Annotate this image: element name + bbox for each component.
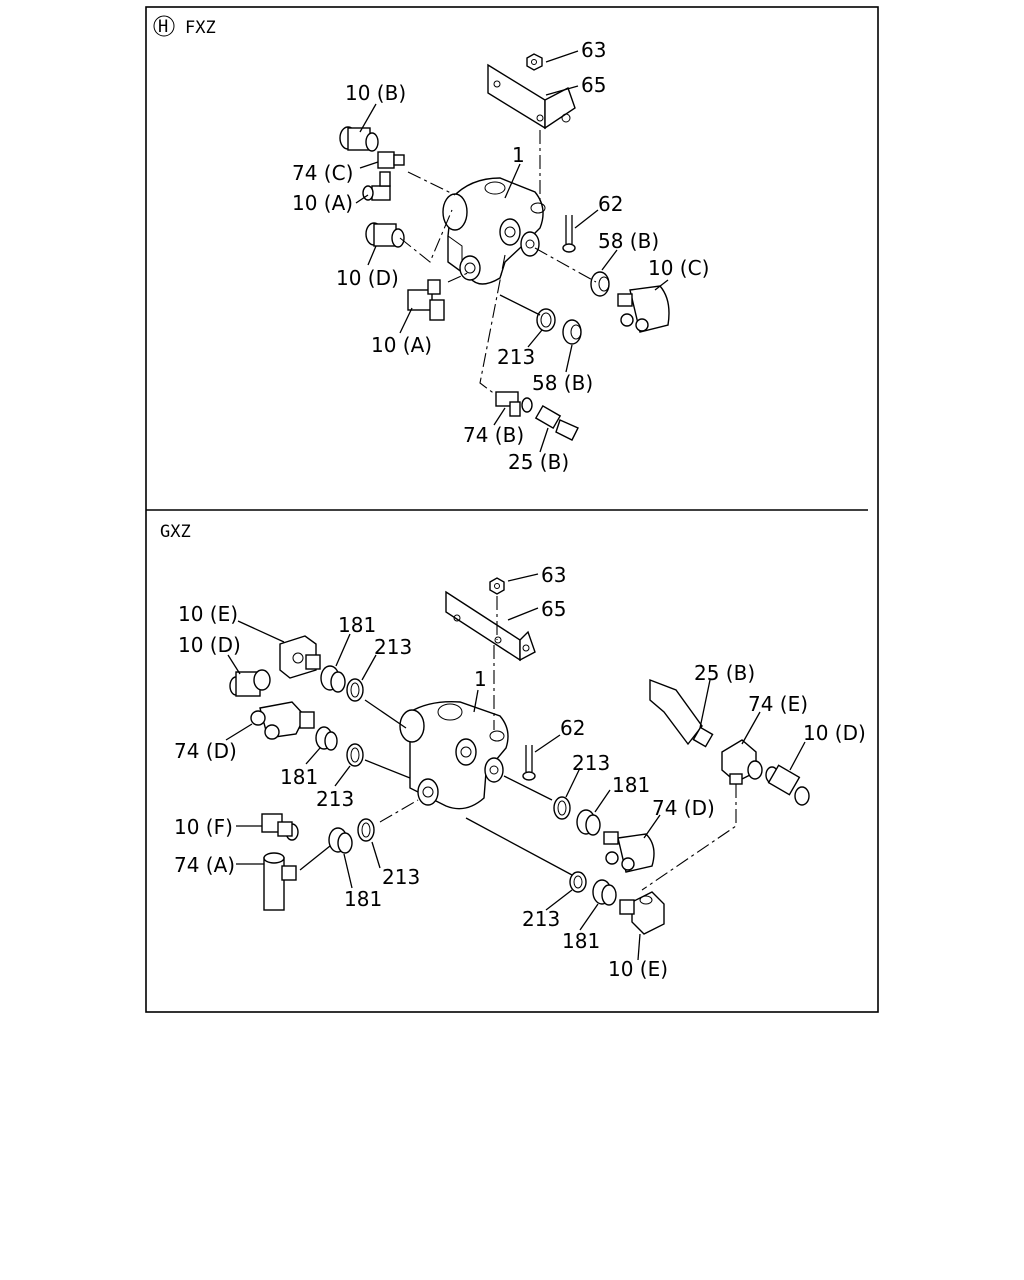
label-65-bottom: 65	[541, 597, 566, 621]
bracket-65-gxz	[445, 590, 536, 662]
fitting-74e	[721, 739, 763, 785]
label-74a: 74 (A)	[174, 853, 235, 877]
label-181-e: 181	[562, 929, 600, 953]
adapter-181-d	[328, 827, 353, 854]
label-181-a: 181	[338, 613, 376, 637]
label-62-top: 62	[598, 192, 623, 216]
fitting-74b	[495, 391, 533, 417]
label-25b-top: 25 (B)	[508, 450, 569, 474]
label-181-d: 181	[344, 887, 382, 911]
label-213-b: 213	[316, 787, 354, 811]
label-74c: 74 (C)	[292, 161, 353, 185]
label-10f: 10 (F)	[174, 815, 233, 839]
label-213-c: 213	[572, 751, 610, 775]
fxz-assembly: 63 65 1 10 (B) 74 (C) 10 (A) 10 (D) 62 5…	[292, 38, 709, 474]
fitting-74d-left	[250, 701, 315, 740]
fitting-10d-right	[765, 764, 810, 806]
nut-63	[526, 53, 543, 71]
label-10d-right: 10 (D)	[803, 721, 866, 745]
fitting-10e-left	[279, 635, 321, 679]
label-25b-bottom: 25 (B)	[694, 661, 755, 685]
label-10a-lower: 10 (A)	[371, 333, 432, 357]
adapter-181-e	[592, 879, 617, 906]
washer-213-c	[553, 796, 571, 820]
adapter-181-c	[576, 809, 601, 836]
switch-25b-gxz	[649, 678, 714, 748]
washer-213-e	[569, 871, 587, 893]
gxz-assembly: 63 65 1 10 (E) 181 213 10 (D) 74 (D) 181…	[174, 563, 866, 981]
label-62-bottom: 62	[560, 716, 585, 740]
label-213-a: 213	[374, 635, 412, 659]
washer-213-b	[346, 743, 364, 767]
label-1-top: 1	[512, 143, 525, 167]
section-marker-circle	[153, 15, 175, 37]
label-74d-left: 74 (D)	[174, 739, 237, 763]
washer-213-d	[357, 818, 375, 842]
fitting-10d-left	[229, 669, 271, 697]
label-74e: 74 (E)	[748, 692, 808, 716]
bolt-62-gxz	[522, 745, 536, 781]
fitting-10f	[261, 813, 299, 841]
fitting-74a	[263, 852, 297, 911]
fitting-74d-right	[603, 831, 655, 873]
washer-213-a	[346, 678, 364, 702]
label-213-e: 213	[522, 907, 560, 931]
label-58b-upper: 58 (B)	[598, 229, 659, 253]
fitting-10b	[339, 126, 379, 152]
fitting-10d	[365, 222, 405, 248]
washer-213-top	[536, 308, 556, 332]
label-1-bottom: 1	[474, 667, 487, 691]
section-marker: H	[158, 17, 168, 37]
label-10d-top: 10 (D)	[336, 266, 399, 290]
label-10c: 10 (C)	[648, 256, 709, 280]
bracket-65	[487, 63, 576, 130]
seal-58b-lower	[562, 319, 582, 345]
label-63-top: 63	[581, 38, 606, 62]
fitting-10e-right	[619, 891, 665, 935]
label-10d-left: 10 (D)	[178, 633, 241, 657]
valve-body-1	[442, 177, 546, 285]
label-65-top: 65	[581, 73, 606, 97]
section-title-bottom: GXZ	[160, 522, 191, 542]
label-10e-upper: 10 (E)	[178, 602, 238, 626]
label-213-top: 213	[497, 345, 535, 369]
fitting-10c	[617, 285, 670, 333]
label-10b: 10 (B)	[345, 81, 406, 105]
section-title-top: FXZ	[185, 18, 216, 38]
label-63-bottom: 63	[541, 563, 566, 587]
switch-25b	[534, 404, 579, 441]
bolt-62	[562, 215, 576, 253]
fitting-10a-large	[407, 279, 445, 321]
label-181-b: 181	[280, 765, 318, 789]
fitting-74c	[377, 151, 405, 169]
label-74b: 74 (B)	[463, 423, 524, 447]
label-181-c: 181	[612, 773, 650, 797]
seal-58b-upper	[590, 271, 610, 297]
nut-63-gxz	[489, 577, 505, 595]
adapter-181-a	[320, 665, 346, 693]
label-213-d: 213	[382, 865, 420, 889]
label-74d-right: 74 (D)	[652, 796, 715, 820]
label-58b-lower: 58 (B)	[532, 371, 593, 395]
adapter-181-b	[315, 726, 338, 751]
label-10a-upper: 10 (A)	[292, 191, 353, 215]
label-10e-lower: 10 (E)	[608, 957, 668, 981]
valve-body-1-gxz	[399, 701, 509, 810]
